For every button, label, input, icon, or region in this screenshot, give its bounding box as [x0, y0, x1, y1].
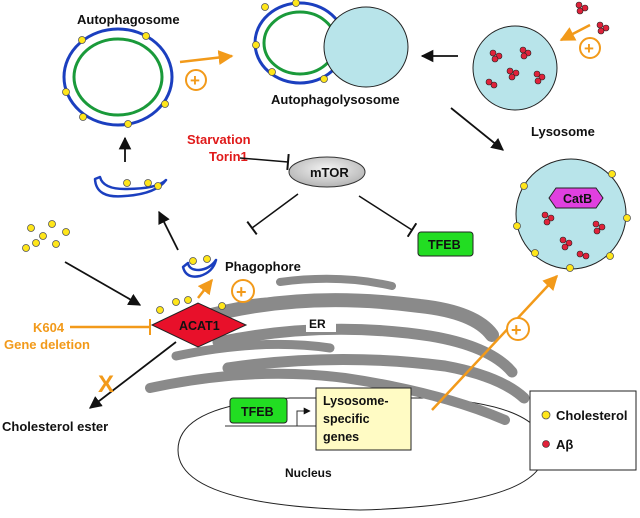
arrow-genes-to-lysosome — [431, 274, 559, 411]
gene-deletion-label: Gene deletion — [4, 337, 90, 352]
free-cholesterol-cluster — [22, 220, 70, 252]
lysosome-catb-cholesterol — [513, 170, 631, 272]
arrow-acat1-to-phagophore — [197, 278, 213, 299]
autophagolysosome — [253, 1, 409, 88]
arrow-cholesterol-to-acat1 — [64, 261, 142, 306]
tfeb-nuclear — [229, 397, 288, 424]
plus-badge-autophagosome: + — [185, 69, 207, 91]
legend-cholesterol-label: Cholesterol — [556, 408, 628, 423]
autophagosome — [62, 27, 174, 127]
lysosome-genes-box — [315, 387, 412, 451]
legend-abeta-label: Aβ — [556, 437, 573, 452]
phagophore-label: Phagophore — [225, 259, 301, 274]
plus-sign: + — [190, 71, 200, 90]
er-membranes — [145, 274, 530, 425]
arrow-to-lysosome-catb — [450, 107, 504, 151]
genes-line-1: Lysosome- — [323, 394, 389, 408]
genes-line-3: genes — [323, 430, 359, 444]
arrow-autophagosome-to-autophagolysosome — [179, 50, 234, 65]
x-mark-blocked: X — [98, 371, 114, 398]
inhibit-mtor-to-tfeb — [358, 195, 418, 238]
autophagolysosome-label: Autophagolysosome — [271, 92, 400, 107]
k604-label: K604 — [33, 320, 65, 335]
phagophore-intermediate — [93, 175, 168, 198]
lysosome-label: Lysosome — [531, 124, 595, 139]
catb-enzyme — [548, 187, 604, 209]
autophagosome-label: Autophagosome — [77, 12, 180, 27]
mtor-label: mTOR — [310, 165, 349, 180]
mtor-node — [288, 156, 366, 188]
autophagolysosome-cholesterol — [252, 0, 328, 83]
phagophore — [181, 258, 218, 278]
arrow-acat1-to-cholesterol-ester — [89, 341, 177, 409]
plus-badge-lysosome: + — [579, 37, 601, 59]
autophagosome-cholesterol — [62, 32, 169, 128]
torin1-label: Torin1 — [209, 149, 248, 164]
tfeb-cytosolic-label: TFEB — [428, 238, 461, 252]
phagophore-cholesterol — [189, 255, 211, 265]
lysosome-top — [472, 25, 558, 111]
lysosome-top-abeta — [485, 46, 546, 89]
er-label-bg — [306, 314, 336, 332]
cholesterol-ester-label: Cholesterol ester — [2, 419, 108, 434]
plus-badge-genes: + — [506, 317, 530, 341]
transcription-start-arrow — [296, 407, 311, 426]
genes-line-2: specific — [323, 412, 370, 426]
inhibit-mtor-to-autophagy — [246, 193, 299, 236]
catb-label: CatB — [563, 192, 592, 206]
plus-sign: + — [511, 320, 522, 340]
plus-badge-acat1: + — [231, 279, 255, 303]
tfeb-cytosolic — [417, 231, 474, 257]
inhibit-starvation-to-mtor — [239, 153, 290, 171]
plus-sign: + — [584, 39, 594, 58]
intermediate-cholesterol — [123, 179, 162, 190]
acat1-label: ACAT1 — [179, 319, 220, 333]
er-label: ER — [309, 317, 326, 331]
tfeb-nuclear-label: TFEB — [241, 405, 274, 419]
arrow-abeta-into-lysosome — [559, 23, 591, 42]
legend-cholesterol-icon — [541, 410, 551, 420]
nucleus-label: Nucleus — [285, 466, 332, 480]
lysosome-catb-abeta — [541, 211, 606, 260]
plus-sign: + — [236, 282, 247, 302]
starvation-label: Starvation — [187, 132, 251, 147]
arrow-phagophore-to-intermediate — [158, 210, 179, 251]
acat1-cholesterol — [156, 296, 226, 314]
legend-abeta-icon — [542, 440, 550, 448]
legend-box — [529, 390, 637, 471]
incoming-abeta — [575, 1, 610, 35]
acat1-enzyme — [150, 302, 248, 348]
